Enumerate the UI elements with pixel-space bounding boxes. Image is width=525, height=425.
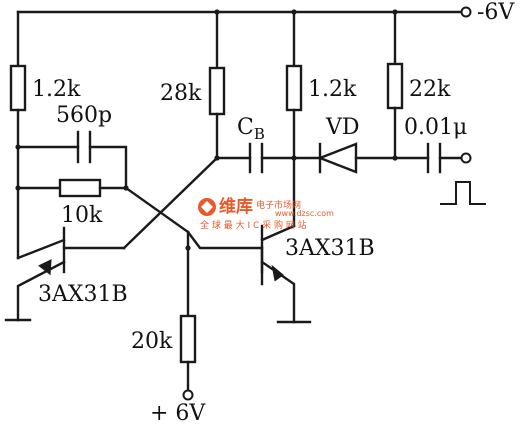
resistor-left-collector	[9, 64, 27, 112]
resistor-feedback	[16, 178, 129, 198]
transistor-left-label: 3AX31B	[38, 282, 128, 307]
supply-terminal-neg	[460, 6, 472, 18]
watermark-subtitle: 全 球 最 大 I C 采 购 网 站	[200, 219, 307, 231]
c-input-label: 0.01μ	[404, 115, 467, 140]
r-left-collector-label: 1.2k	[32, 77, 81, 102]
transistor-left	[4, 226, 66, 322]
r-bias-label: 22k	[409, 77, 451, 102]
right-collector-branch	[285, 10, 303, 228]
transistor-right	[260, 224, 312, 324]
r-feedback-label: 10k	[61, 203, 103, 228]
supply-neg-label: -6V	[477, 0, 515, 25]
resistor-bias-branch	[386, 10, 404, 160]
resistor-22k	[386, 62, 404, 110]
watermark-tagline: 电子市场网	[256, 199, 301, 211]
trigger-input-terminal	[460, 152, 472, 164]
resistor-emitter-branch	[179, 246, 197, 401]
r-emitter-bias-label: 20k	[131, 329, 173, 354]
capacitor-cb	[215, 142, 297, 174]
c-speedup-label: 560p	[56, 103, 112, 128]
watermark: 维库 电子市场网 www.dzsc.com 全 球 最 大 I C 采 购 网 …	[198, 196, 334, 231]
watermark-url: www.dzsc.com	[275, 209, 334, 218]
r-right-collector-label: 1.2k	[308, 77, 357, 102]
supply-terminal-pos	[182, 389, 194, 401]
negative-supply-rail	[16, 6, 472, 18]
trigger-pulse-icon	[440, 181, 486, 205]
resistor-right-collector	[285, 64, 303, 112]
diode-vd	[292, 142, 398, 174]
supply-pos-label: + 6V	[150, 401, 206, 425]
diode-label: VD	[325, 115, 360, 140]
resistor-28k	[208, 66, 226, 116]
cross-coupling	[62, 156, 264, 251]
left-collector-branch	[9, 10, 27, 260]
capacitor-input	[393, 142, 472, 174]
resistor-20k	[179, 314, 197, 364]
watermark-brand: 维库	[219, 196, 253, 217]
watermark-logo-icon	[198, 198, 216, 216]
r-mid-base-label: 28k	[160, 81, 202, 106]
c-b-label: CB	[237, 115, 265, 143]
transistor-right-label: 3AX31B	[285, 236, 375, 261]
resistor-mid-base-branch	[208, 10, 226, 161]
capacitor-speedup	[16, 130, 128, 190]
